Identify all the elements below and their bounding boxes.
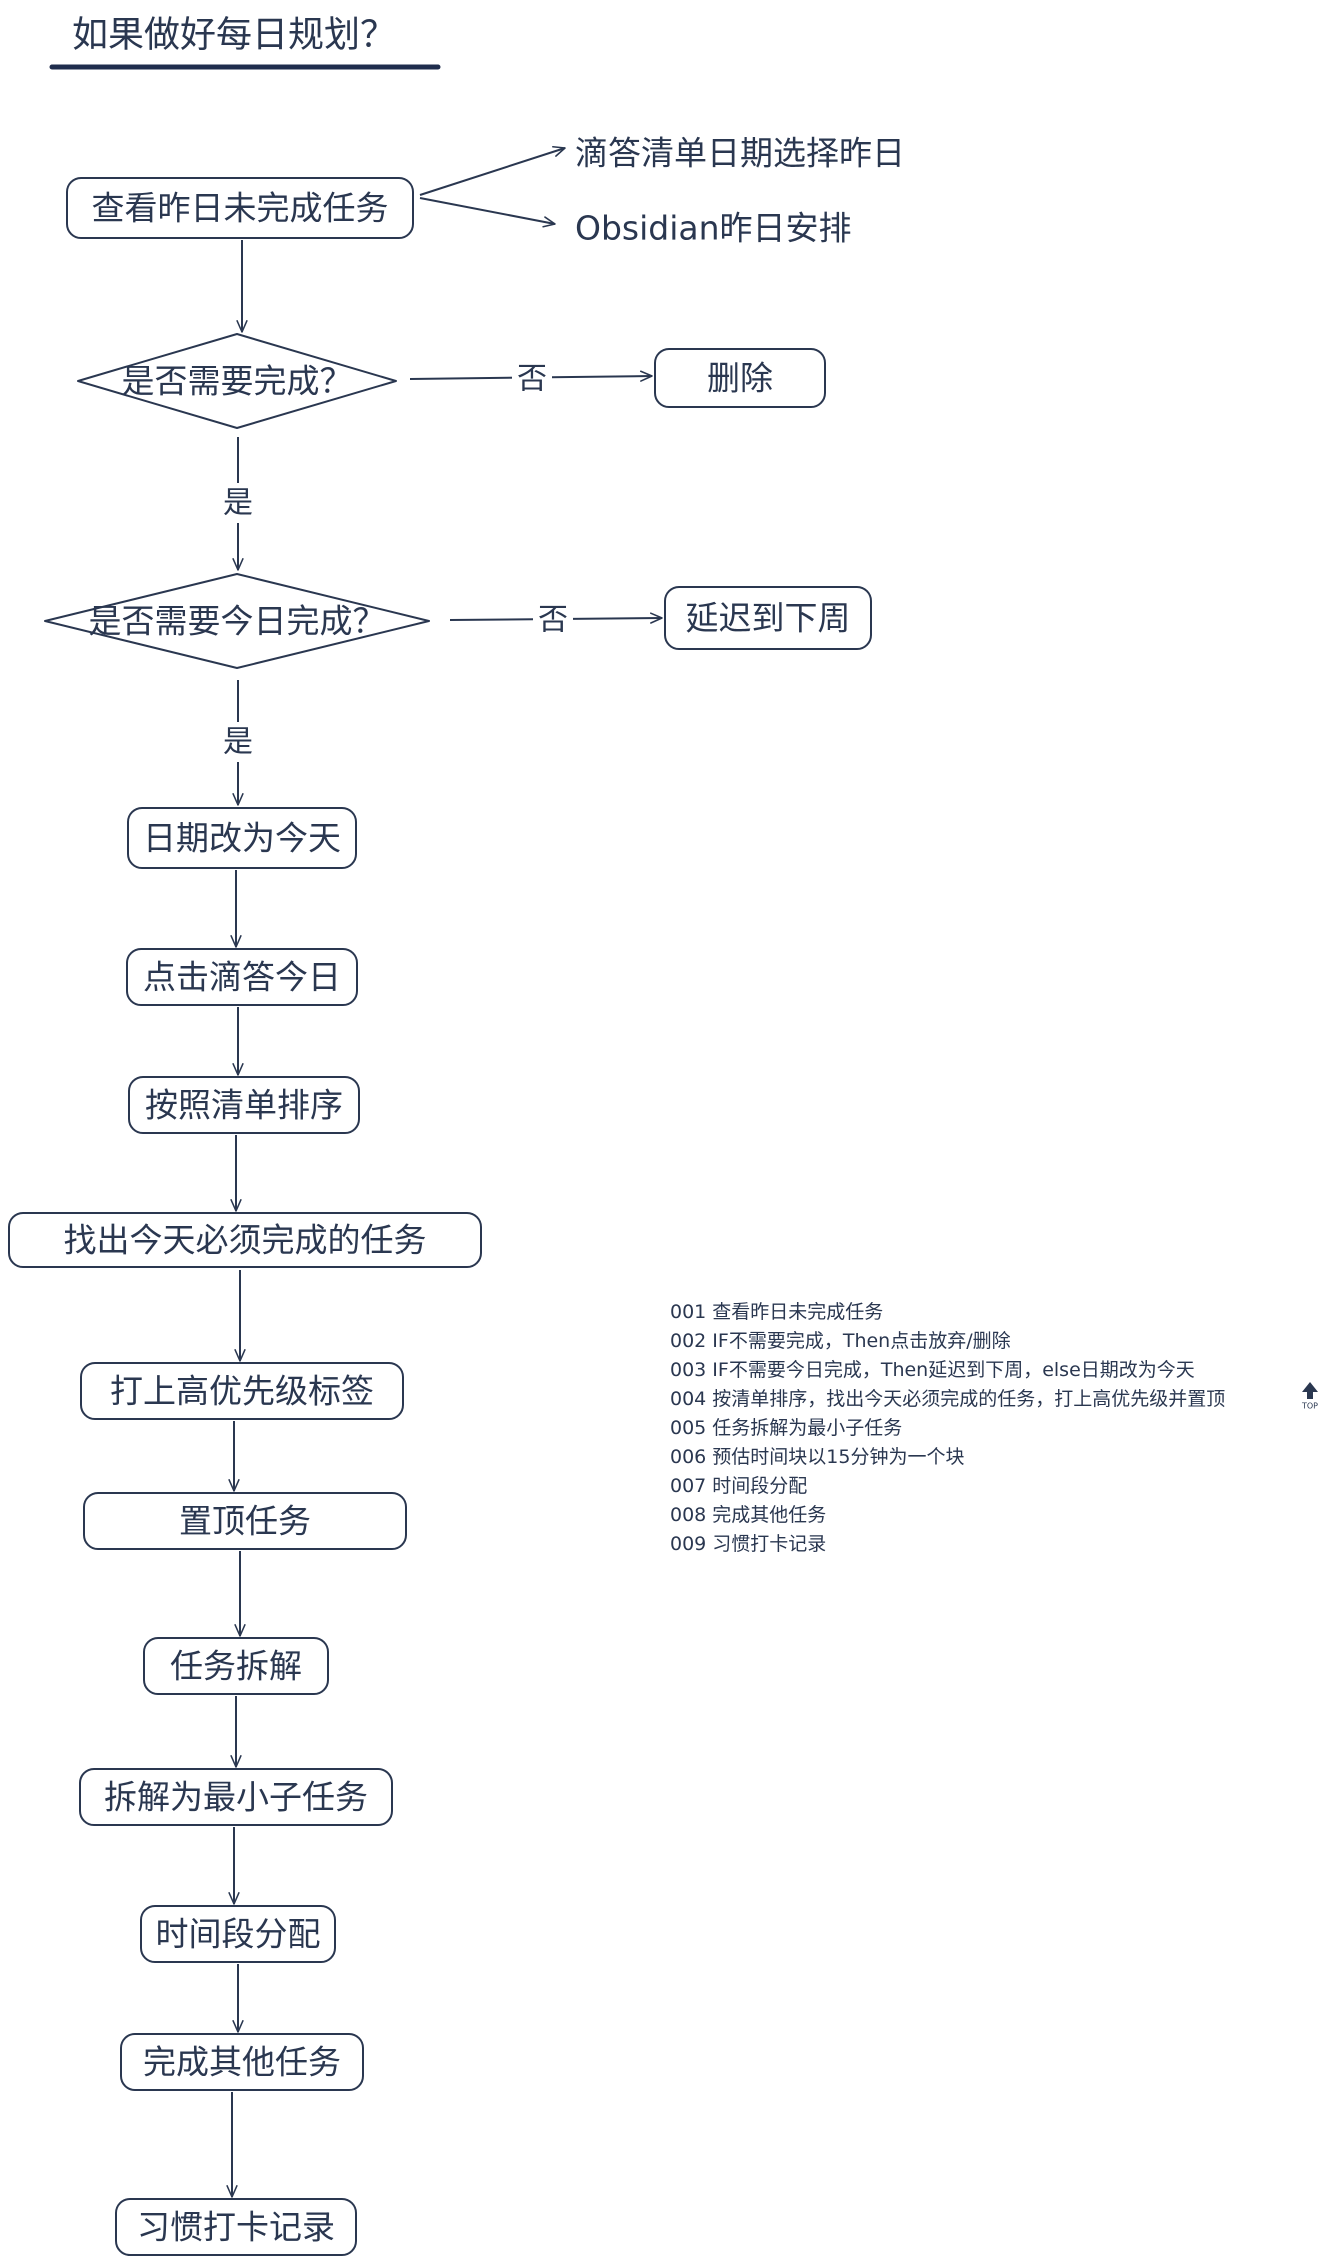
node-label: 完成其他任务 [143, 2043, 341, 2082]
note-line: 006 预估时间块以15分钟为一个块 [670, 1446, 964, 1468]
node-label: 找出今天必须完成的任务 [64, 1221, 427, 1260]
edge-label: 否 [538, 603, 568, 638]
top-icon-caption: TOP [1301, 1402, 1318, 1411]
node-r1: 删除 [654, 348, 826, 408]
node-label: 打上高优先级标签 [110, 1372, 374, 1411]
process-box [128, 1076, 360, 1134]
edge-n1-s2 [419, 197, 556, 228]
edge-label-bg [218, 722, 258, 762]
edge-label: 是 [223, 486, 253, 521]
diagram-title: 如果做好每日规划？ [72, 15, 396, 56]
edge-label-bg [512, 359, 552, 399]
node-n10: 时间段分配 [140, 1905, 336, 1963]
node-label: 点击滴答今日 [143, 958, 341, 997]
note-line: 002 IF不需要完成，Then点击放弃/删除 [670, 1330, 1011, 1352]
node-n3: 点击滴答今日 [126, 948, 358, 1006]
node-label: 时间段分配 [156, 1915, 321, 1954]
node-label: 延迟到下周 [686, 599, 851, 638]
process-box [79, 1768, 393, 1826]
notes-panel: 001 查看昨日未完成任务 002 IF不需要完成，Then点击放弃/删除 00… [670, 1301, 1318, 1555]
process-box [8, 1212, 482, 1268]
edge-label: 是 [223, 725, 253, 760]
edge-label-bg [218, 483, 258, 523]
edge-label: 否 [517, 362, 547, 397]
process-box [120, 2033, 364, 2091]
edge-d2-n2: 是 [218, 680, 258, 806]
note-line: 004 按清单排序，找出今天必须完成的任务，打上高优先级并置顶 [670, 1388, 1225, 1410]
node-label: 查看昨日未完成任务 [92, 189, 389, 228]
node-n4: 按照清单排序 [128, 1076, 360, 1134]
node-label: 任务拆解 [170, 1647, 302, 1686]
process-box [654, 348, 826, 408]
edge-d1-d2: 是 [218, 437, 258, 571]
note-line: 005 任务拆解为最小子任务 [670, 1417, 902, 1439]
node-label: 日期改为今天 [143, 819, 341, 858]
note-line: 003 IF不需要今日完成，Then延迟到下周，else日期改为今天 [670, 1359, 1195, 1381]
note-line: 001 查看昨日未完成任务 [670, 1301, 883, 1323]
edge-arrow [419, 197, 556, 228]
decision-diamond [44, 573, 430, 669]
node-label: 习惯打卡记录 [137, 2208, 335, 2247]
node-n2: 日期改为今天 [127, 807, 357, 869]
note-line: 007 时间段分配 [670, 1475, 807, 1497]
node-n8: 任务拆解 [143, 1637, 329, 1695]
side-note-label: 滴答清单日期选择昨日 [575, 134, 905, 173]
node-label: 按照清单排序 [145, 1086, 343, 1125]
edge-d2-r2: 否 [449, 600, 663, 640]
note-line: 009 习惯打卡记录 [670, 1533, 826, 1555]
note-line: 008 完成其他任务 [670, 1504, 826, 1526]
node-n1: 查看昨日未完成任务 [66, 177, 414, 239]
node-s2: Obsidian昨日安排 [575, 209, 852, 248]
node-n11: 完成其他任务 [120, 2033, 364, 2091]
process-box [80, 1362, 404, 1420]
node-n6: 打上高优先级标签 [80, 1362, 404, 1420]
node-label: 拆解为最小子任务 [104, 1778, 368, 1817]
edge-label-bg [533, 600, 573, 640]
process-box [126, 948, 358, 1006]
top-arrow-icon: TOP [1301, 1382, 1318, 1411]
node-r2: 延迟到下周 [664, 586, 872, 650]
edge-n1-s1 [419, 146, 566, 196]
node-n12: 习惯打卡记录 [115, 2198, 357, 2256]
side-note-label: Obsidian昨日安排 [575, 209, 852, 248]
process-box [140, 1905, 336, 1963]
process-box [83, 1492, 407, 1550]
node-d1: 是否需要完成？ [77, 333, 397, 429]
node-label: 置顶任务 [179, 1502, 311, 1541]
node-s1: 滴答清单日期选择昨日 [575, 134, 905, 173]
decision-diamond [77, 333, 397, 429]
decision-label: 是否需要完成？ [122, 362, 353, 401]
process-box [127, 807, 357, 869]
process-box [115, 2198, 357, 2256]
edge-d1-r1: 否 [409, 359, 653, 399]
node-label: 删除 [707, 359, 773, 398]
node-n5: 找出今天必须完成的任务 [8, 1212, 482, 1268]
node-n9: 拆解为最小子任务 [79, 1768, 393, 1826]
process-box [143, 1637, 329, 1695]
node-d2: 是否需要今日完成？ [44, 573, 430, 669]
decision-label: 是否需要今日完成？ [89, 602, 386, 641]
process-box [66, 177, 414, 239]
node-n7: 置顶任务 [83, 1492, 407, 1550]
process-box [664, 586, 872, 650]
edge-arrow [419, 146, 566, 196]
